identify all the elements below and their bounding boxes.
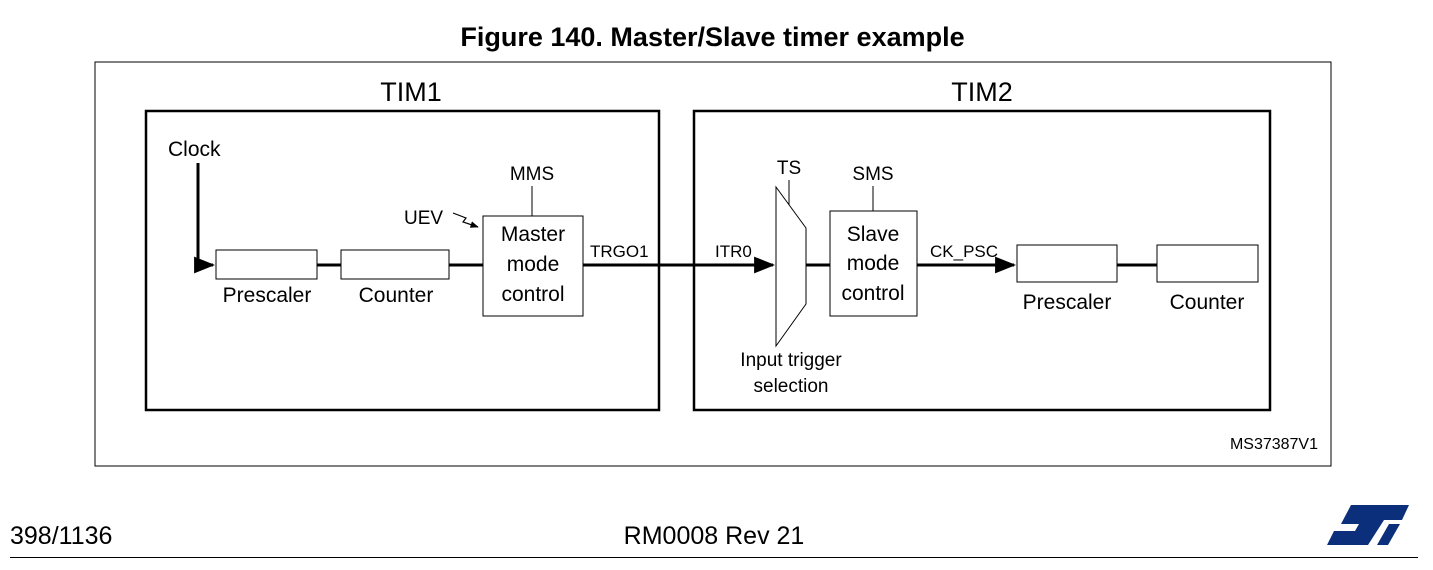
slave-mode-control-line3: control [841,282,904,305]
mms-label: MMS [510,164,554,185]
tim1-counter-box [340,249,450,280]
tim2-counter-label: Counter [1170,291,1245,314]
master-mode-control-line3: control [501,283,564,306]
tim1-prescaler-label: Prescaler [223,284,312,307]
slave-mode-control-line1: Slave [847,223,900,246]
itr-label: ITR0 [715,242,752,261]
figure-title: Figure 140. Master/Slave timer example [460,22,965,52]
trgo-label: TRGO1 [590,242,649,261]
tim2-prescaler-box [1016,244,1118,283]
master-mode-control-line1: Master [501,223,565,246]
tim2-prescaler-label: Prescaler [1023,291,1112,314]
sms-label: SMS [852,164,893,185]
tim1-box [144,109,661,412]
footer-divider [10,557,1418,558]
tim2-label: TIM2 [951,77,1013,107]
input-trigger-mux [775,185,807,348]
tim2-box [692,109,1272,412]
st-logo-shape [1327,505,1409,545]
tim1-label: TIM1 [380,77,442,107]
ck-psc-label: CK_PSC [930,242,998,261]
figure-ref-code: MS37387V1 [1230,436,1318,453]
clock-signal-line [194,163,216,274]
input-trigger-label-line1: Input trigger [740,350,842,371]
tim1-counter-label: Counter [359,284,434,307]
master-mode-control-line2: mode [507,253,560,276]
figure-frame [94,61,1332,467]
page-number: 398/1136 [10,522,113,550]
slave-mode-control-line2: mode [847,252,900,275]
clock-label: Clock [168,138,221,161]
tim2-counter-box [1156,244,1259,283]
st-logo [1327,505,1409,545]
tim1-prescaler-box [215,249,318,280]
document-reference: RM0008 Rev 21 [623,522,805,550]
uev-label: UEV [404,208,443,229]
master-mode-control-box [482,215,584,317]
uev-zigzag-arrow [452,212,479,228]
input-trigger-label-line2: selection [754,376,829,397]
ts-label: TS [777,158,801,179]
